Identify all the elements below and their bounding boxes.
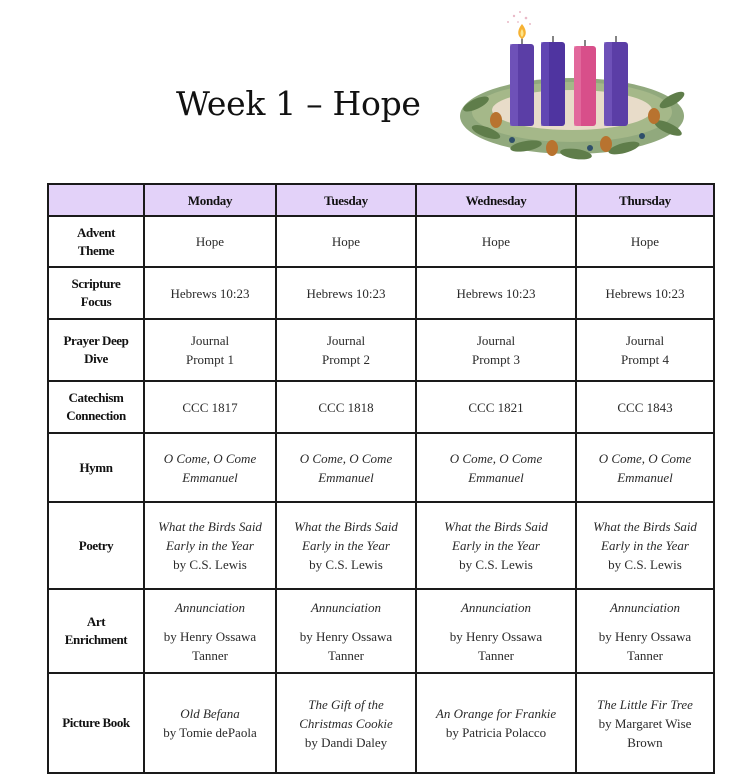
row-header-poetry: Poetry [47, 501, 145, 590]
row-header-prayer-deep-dive: Prayer Deep Dive [47, 318, 145, 382]
row-header-picture-book: Picture Book [47, 672, 145, 774]
table-row-prayer-deep-dive: Prayer Deep Dive Journal Prompt 1 Journa… [47, 318, 715, 382]
page-title: Week 1 – Hope [176, 84, 421, 123]
cell-advent-theme-tuesday: Hope [275, 215, 417, 268]
row-header-art-enrichment: Art Enrichment [47, 588, 145, 674]
cell-prayer-thursday: Journal Prompt 4 [575, 318, 715, 382]
table-row-art-enrichment: Art Enrichment Annunciation by Henry Oss… [47, 588, 715, 674]
table-row-catechism-connection: Catechism Connection CCC 1817 CCC 1818 C… [47, 380, 715, 434]
table-row-advent-theme: Advent Theme Hope Hope Hope Hope [47, 215, 715, 268]
column-header-tuesday: Tuesday [275, 183, 417, 217]
row-header-hymn: Hymn [47, 432, 145, 503]
cell-catechism-wednesday: CCC 1821 [415, 380, 577, 434]
cell-scripture-wednesday: Hebrews 10:23 [415, 266, 577, 320]
cell-prayer-tuesday: Journal Prompt 2 [275, 318, 417, 382]
table-header-row: Monday Tuesday Wednesday Thursday [47, 183, 715, 217]
cell-advent-theme-wednesday: Hope [415, 215, 577, 268]
column-header-wednesday: Wednesday [415, 183, 577, 217]
cell-advent-theme-monday: Hope [143, 215, 277, 268]
table-row-poetry: Poetry What the Birds Said Early in the … [47, 501, 715, 590]
cell-picture-book-tuesday: The Gift of the Christmas Cookie by Dand… [275, 672, 417, 774]
cell-poetry-tuesday: What the Birds Said Early in the Year by… [275, 501, 417, 590]
cell-hymn-tuesday: O Come, O Come Emmanuel [275, 432, 417, 503]
advent-wreath-icon [460, 11, 685, 160]
cell-scripture-thursday: Hebrews 10:23 [575, 266, 715, 320]
cell-catechism-monday: CCC 1817 [143, 380, 277, 434]
cell-poetry-thursday: What the Birds Said Early in the Year by… [575, 501, 715, 590]
row-header-advent-theme: Advent Theme [47, 215, 145, 268]
cell-art-monday: Annunciation by Henry Ossawa Tanner [143, 588, 277, 674]
cell-hymn-thursday: O Come, O Come Emmanuel [575, 432, 715, 503]
cell-prayer-wednesday: Journal Prompt 3 [415, 318, 577, 382]
cell-catechism-thursday: CCC 1843 [575, 380, 715, 434]
table-row-picture-book: Picture Book Old Befana by Tomie dePaola… [47, 672, 715, 774]
cell-poetry-wednesday: What the Birds Said Early in the Year by… [415, 501, 577, 590]
table-row-scripture-focus: Scripture Focus Hebrews 10:23 Hebrews 10… [47, 266, 715, 320]
cell-art-wednesday: Annunciation by Henry Ossawa Tanner [415, 588, 577, 674]
cell-advent-theme-thursday: Hope [575, 215, 715, 268]
cell-catechism-tuesday: CCC 1818 [275, 380, 417, 434]
cell-scripture-monday: Hebrews 10:23 [143, 266, 277, 320]
table-row-hymn: Hymn O Come, O Come Emmanuel O Come, O C… [47, 432, 715, 503]
cell-picture-book-thursday: The Little Fir Tree by Margaret Wise Bro… [575, 672, 715, 774]
cell-picture-book-monday: Old Befana by Tomie dePaola [143, 672, 277, 774]
weekly-schedule-table: Monday Tuesday Wednesday Thursday Advent… [47, 183, 715, 774]
column-header-monday: Monday [143, 183, 277, 217]
cell-art-tuesday: Annunciation by Henry Ossawa Tanner [275, 588, 417, 674]
cell-picture-book-wednesday: An Orange for Frankie by Patricia Polacc… [415, 672, 577, 774]
row-header-catechism-connection: Catechism Connection [47, 380, 145, 434]
cell-scripture-tuesday: Hebrews 10:23 [275, 266, 417, 320]
cell-poetry-monday: What the Birds Said Early in the Year by… [143, 501, 277, 590]
row-header-scripture-focus: Scripture Focus [47, 266, 145, 320]
header-corner [47, 183, 145, 217]
cell-art-thursday: Annunciation by Henry Ossawa Tanner [575, 588, 715, 674]
cell-hymn-monday: O Come, O Come Emmanuel [143, 432, 277, 503]
cell-prayer-monday: Journal Prompt 1 [143, 318, 277, 382]
column-header-thursday: Thursday [575, 183, 715, 217]
cell-hymn-wednesday: O Come, O Come Emmanuel [415, 432, 577, 503]
